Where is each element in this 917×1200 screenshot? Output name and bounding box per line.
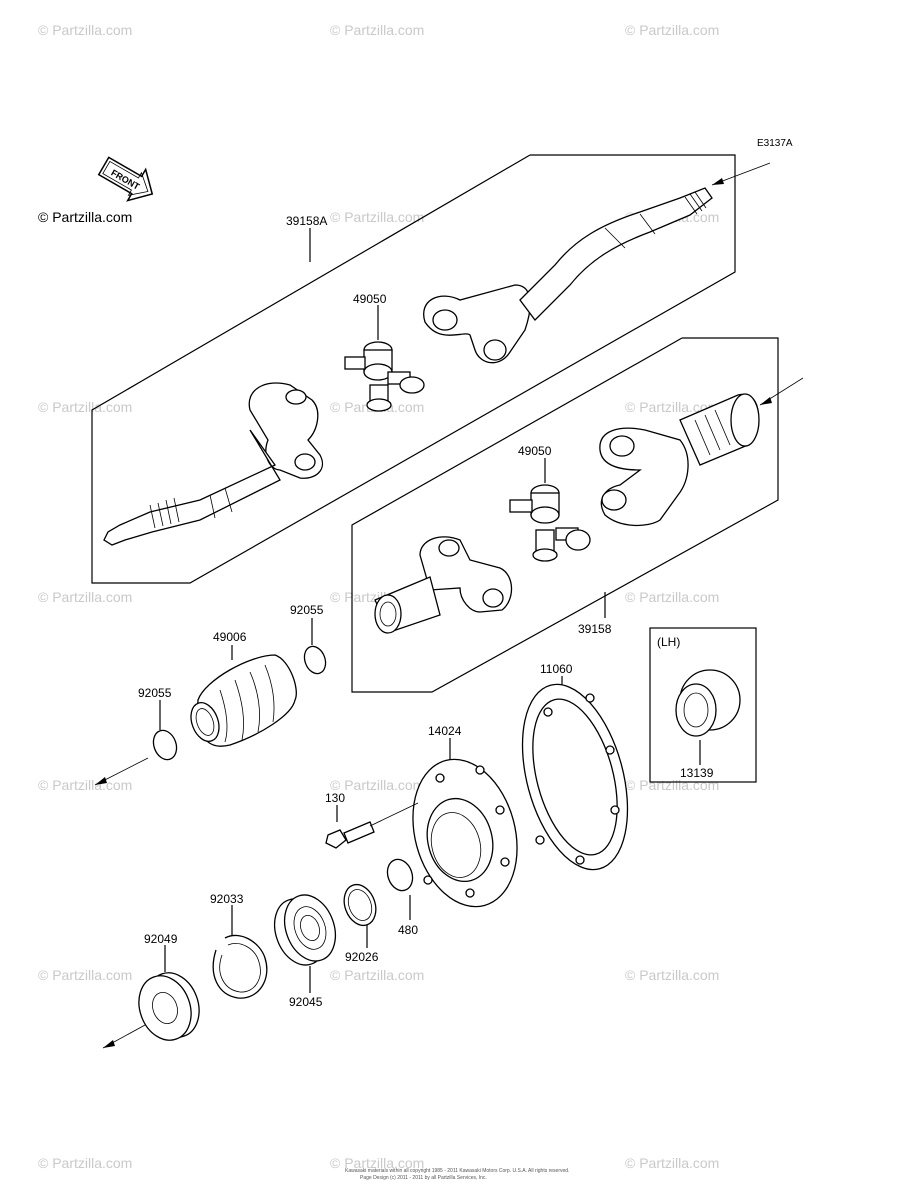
watermark: © Partzilla.com	[38, 589, 132, 605]
part-label[interactable]: 11060	[540, 662, 573, 676]
part-label[interactable]: 130	[325, 791, 345, 805]
part-label[interactable]: 92045	[289, 995, 323, 1009]
part-label[interactable]: 92049	[144, 932, 178, 946]
watermark: © Partzilla.com	[330, 967, 424, 983]
part-label[interactable]: 49006	[213, 630, 247, 644]
watermark: © Partzilla.com	[330, 777, 424, 793]
partzilla-logo: © Partzilla.com	[38, 209, 132, 225]
assembly-39158	[351, 337, 804, 693]
part-label[interactable]: 49050	[353, 292, 387, 306]
front-arrow-icon: FRONT	[97, 156, 154, 202]
part-label[interactable]: 480	[398, 923, 418, 937]
part-label[interactable]: 39158A	[286, 214, 327, 228]
part-label[interactable]: 92055	[138, 686, 172, 700]
watermark: © Partzilla.com	[625, 22, 719, 38]
watermark: © Partzilla.com	[38, 1155, 132, 1171]
part-label[interactable]: 49050	[518, 444, 552, 458]
part-label[interactable]: 14024	[428, 724, 462, 738]
diagram-code: E3137A	[757, 138, 793, 149]
watermark: © Partzilla.com	[38, 777, 132, 793]
part-label[interactable]: 39158	[578, 622, 612, 636]
watermark: © Partzilla.com	[330, 22, 424, 38]
boot-group	[94, 618, 327, 786]
watermark: © Partzilla.com	[625, 967, 719, 983]
copyright-text: Kawasaki materials within all copyright …	[345, 1168, 569, 1174]
lh-label: (LH)	[657, 635, 680, 649]
watermark: © Partzilla.com	[38, 399, 132, 415]
watermark: © Partzilla.com	[625, 1155, 719, 1171]
part-label[interactable]: 13139	[680, 766, 714, 780]
watermark: © Partzilla.com	[625, 399, 719, 415]
watermark: © Partzilla.com	[38, 967, 132, 983]
watermark: © Partzilla.com	[625, 777, 719, 793]
assembly-39158A	[91, 154, 771, 584]
watermark: © Partzilla.com	[330, 209, 424, 225]
part-label[interactable]: 92055	[290, 603, 324, 617]
hub-group	[102, 676, 629, 1049]
watermarks: © Partzilla.com © Partzilla.com © Partzi…	[38, 22, 719, 1171]
watermark: © Partzilla.com	[38, 22, 132, 38]
part-label[interactable]: 92026	[345, 950, 379, 964]
watermark: © Partzilla.com	[625, 589, 719, 605]
part-label[interactable]: 92033	[210, 892, 244, 906]
watermark: © Partzilla.com	[330, 1155, 424, 1171]
copyright-text-2: Page Design (c) 2011 - 2011 by all Partz…	[360, 1175, 487, 1181]
lh-inset: (LH)	[649, 627, 757, 783]
part-labels: 39158A 49050 49050 39158 92055 49006 920…	[138, 214, 714, 1009]
